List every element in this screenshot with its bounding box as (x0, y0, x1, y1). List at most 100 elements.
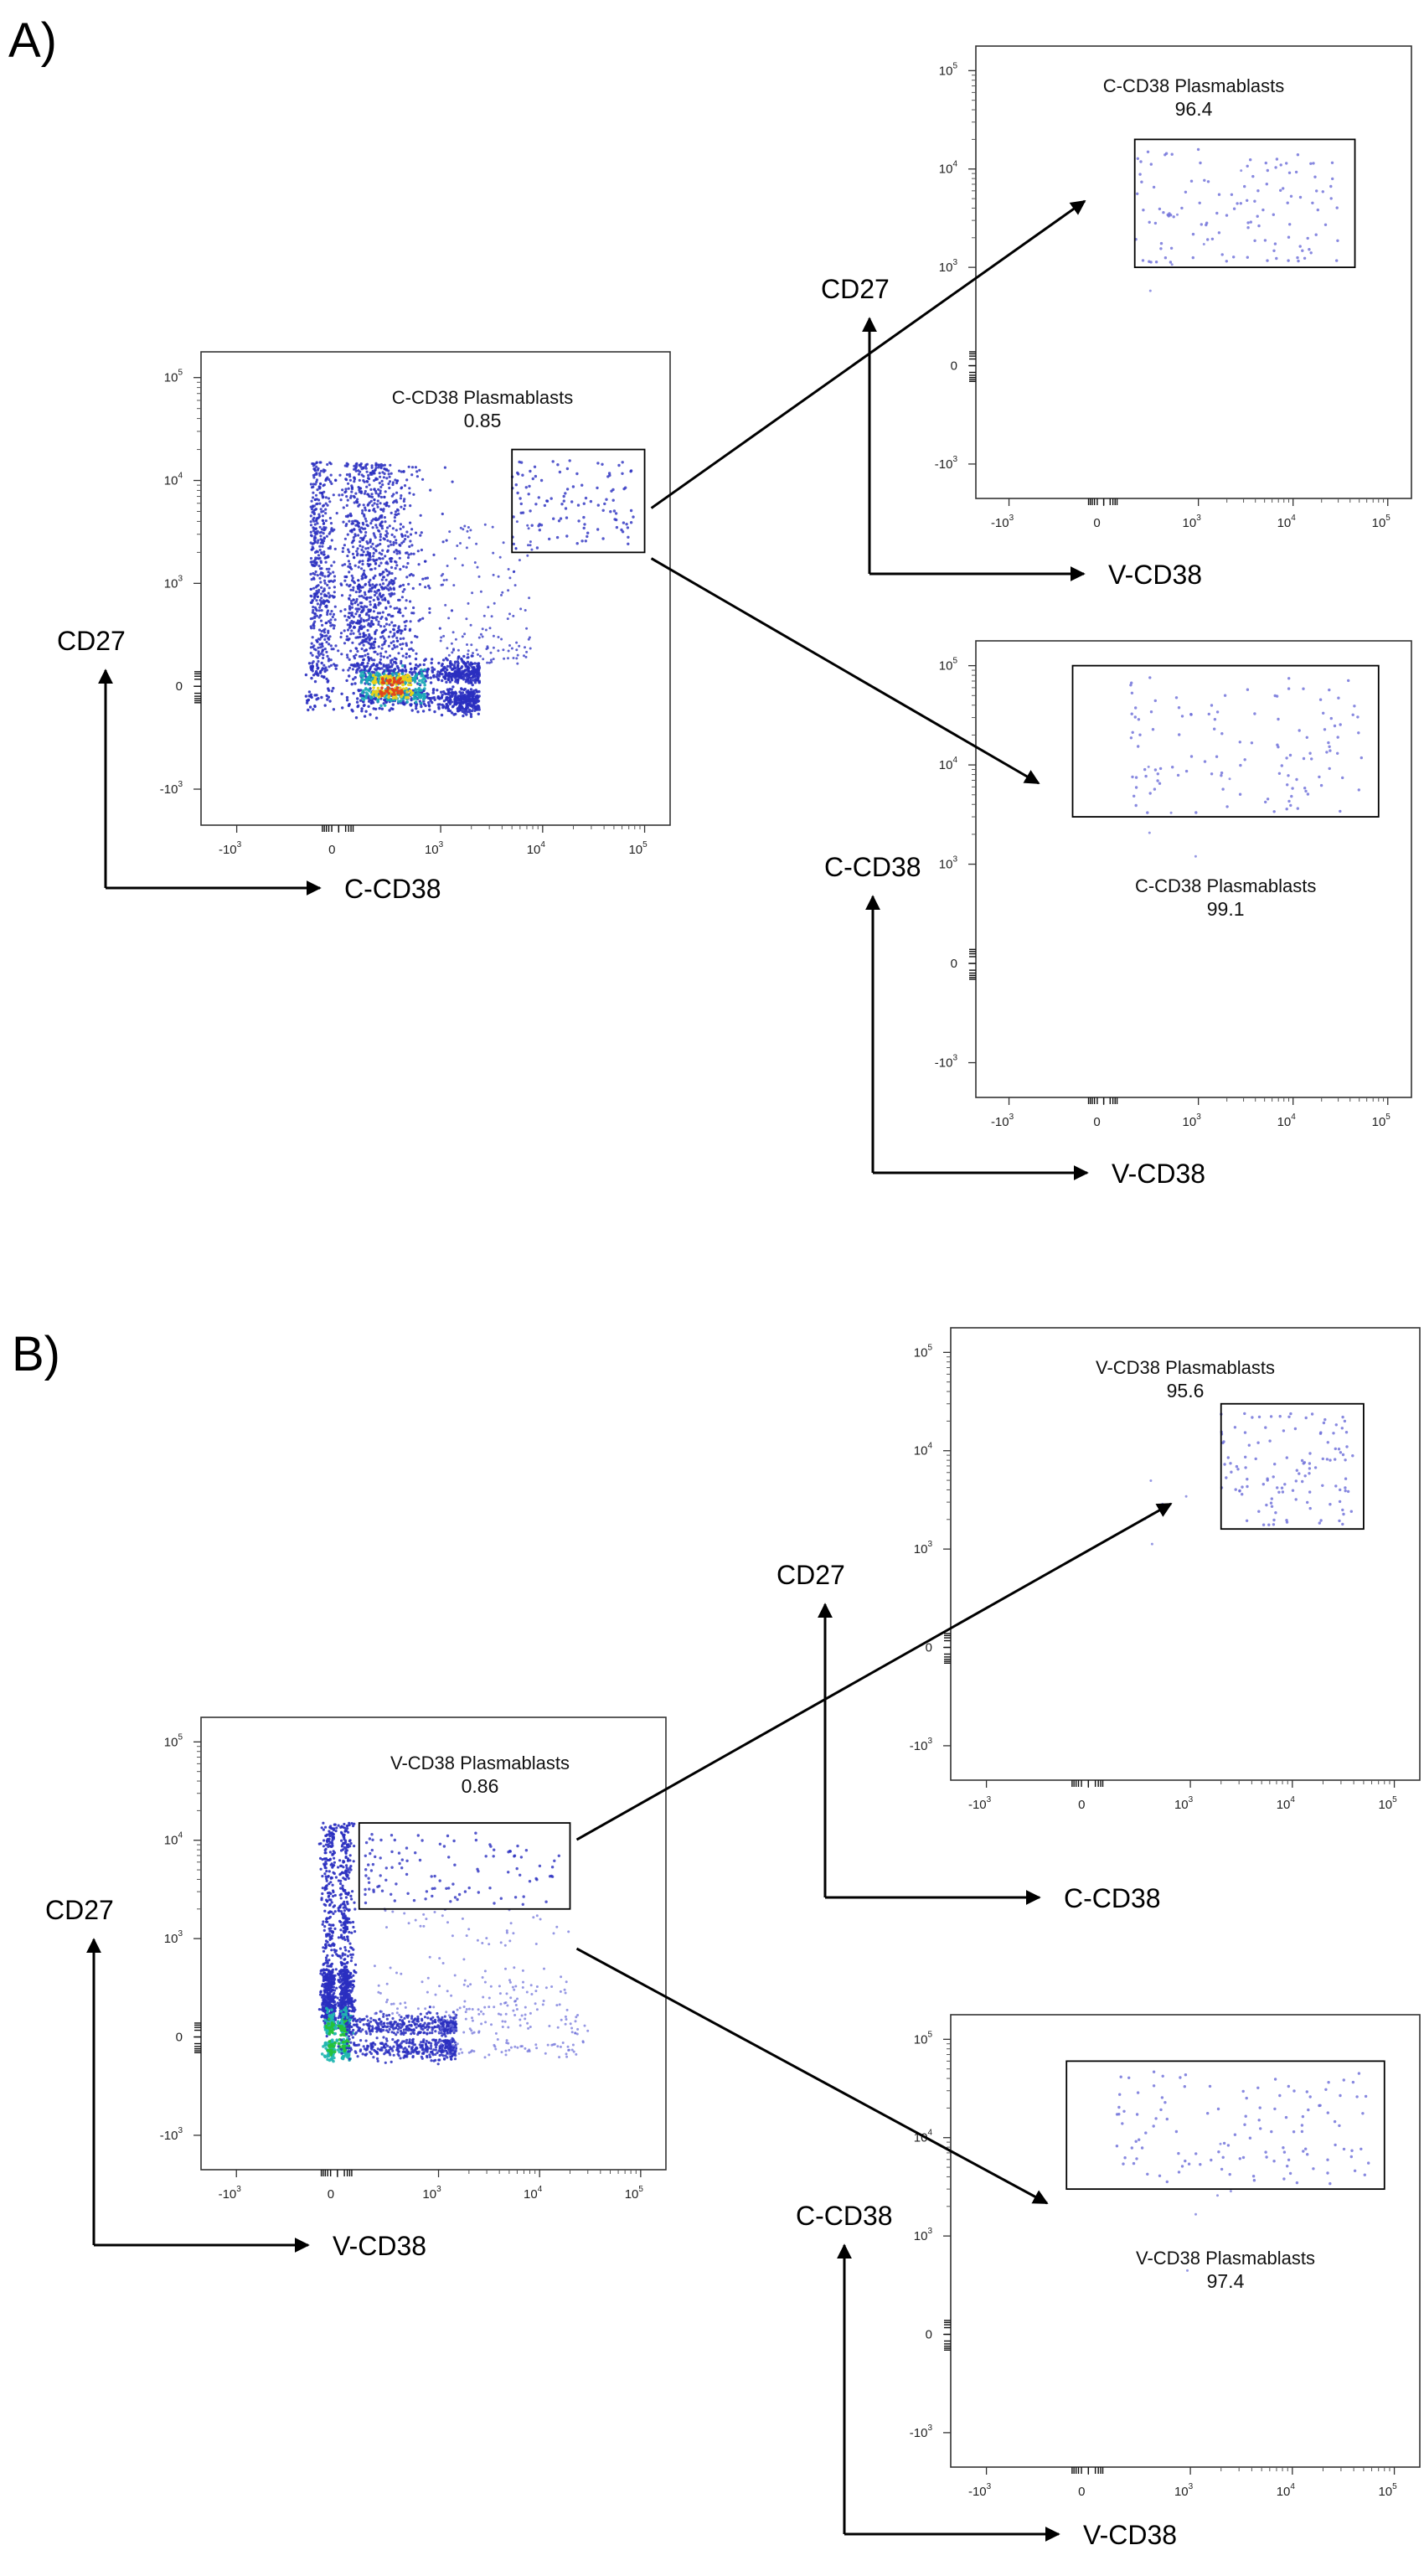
event-dot (343, 1938, 347, 1942)
event-dot (1274, 166, 1277, 169)
event-dot (366, 562, 369, 565)
event-dot (316, 529, 319, 533)
event-dot (360, 467, 364, 471)
event-dot (1199, 161, 1202, 165)
x-tick-exponent: 4 (538, 2185, 543, 2194)
event-dot (348, 1975, 352, 1980)
event-dot (400, 669, 403, 673)
event-dot (379, 691, 383, 695)
x-tick-exponent: 3 (236, 2185, 241, 2194)
event-dot (431, 689, 436, 692)
event-dot (408, 654, 411, 658)
event-dot (328, 621, 333, 625)
event-dot (469, 688, 473, 691)
event-dot (387, 472, 390, 476)
event-dot (343, 1822, 346, 1826)
event-dot (367, 473, 370, 478)
event-dot (325, 650, 328, 654)
event-dot (516, 662, 519, 665)
event-dot (399, 527, 402, 531)
event-dot (346, 623, 349, 627)
event-dot (1336, 239, 1339, 242)
event-dot (570, 500, 574, 503)
event-dot (632, 515, 635, 519)
x-tick-exponent: 3 (436, 2185, 441, 2194)
event-dot (322, 648, 325, 652)
event-dot (379, 542, 382, 546)
event-dot (552, 517, 555, 520)
event-dot (410, 466, 415, 469)
event-dot (379, 485, 383, 489)
event-dot (393, 693, 396, 696)
events (304, 459, 635, 720)
event-dot (500, 593, 503, 596)
event-dot (357, 689, 360, 692)
event-dot (459, 696, 463, 699)
event-dot (477, 664, 480, 668)
event-dot (530, 548, 534, 551)
event-dot (1295, 777, 1298, 782)
event-dot (577, 519, 580, 523)
event-dot (319, 614, 322, 617)
event-dot (340, 1996, 343, 2000)
event-dot (467, 677, 470, 680)
event-dot (345, 583, 348, 586)
event-dot (479, 590, 482, 593)
event-dot (352, 545, 355, 549)
event-dot (1306, 236, 1309, 240)
event-dot (373, 502, 376, 505)
event-dot (473, 561, 477, 564)
event-dot (307, 690, 312, 694)
event-dot (312, 504, 316, 508)
event-dot (323, 1863, 327, 1866)
event-dot (328, 480, 333, 483)
event-dot (385, 534, 389, 539)
event-dot (467, 666, 471, 670)
event-dot (424, 586, 427, 589)
event-dot (321, 1985, 324, 1988)
event-dot (473, 706, 477, 710)
event-dot (334, 667, 338, 670)
event-dot (527, 527, 530, 530)
event-dot (316, 664, 319, 668)
event-dot (369, 600, 372, 603)
event-dot (314, 592, 317, 596)
gate-rectangle (511, 448, 646, 554)
event-dot (324, 2004, 328, 2007)
event-dot (513, 570, 516, 573)
event-dot (351, 576, 354, 580)
event-dot (1329, 749, 1332, 752)
event-dot (318, 474, 322, 478)
event-dot (321, 2014, 324, 2017)
event-dot (390, 687, 394, 691)
event-dot (329, 1881, 333, 1884)
event-dot (446, 707, 450, 710)
event-dot (381, 471, 384, 474)
event-dot (359, 663, 362, 667)
event-dot (1275, 694, 1279, 698)
event-dot (366, 693, 369, 696)
event-dot (405, 576, 409, 579)
event-dot (392, 643, 396, 647)
event-dot (364, 593, 367, 596)
event-dot (329, 473, 333, 477)
event-dot (346, 1859, 350, 1862)
event-dot (452, 648, 455, 652)
event-dot (462, 701, 465, 705)
event-dot (462, 669, 467, 673)
event-dot (420, 680, 424, 684)
event-dot (410, 544, 414, 547)
event-dot (326, 1964, 329, 1968)
event-dot (415, 470, 419, 473)
event-dot (321, 545, 324, 548)
event-dot (452, 666, 457, 669)
event-dot (429, 676, 432, 679)
event-dot (328, 1857, 332, 1861)
event-dot (523, 654, 525, 658)
event-dot (325, 599, 328, 602)
event-dot (1153, 768, 1158, 772)
event-dot (374, 650, 377, 653)
event-dot (1176, 773, 1180, 777)
event-dot (348, 1980, 352, 1984)
event-dot (324, 1843, 328, 1846)
